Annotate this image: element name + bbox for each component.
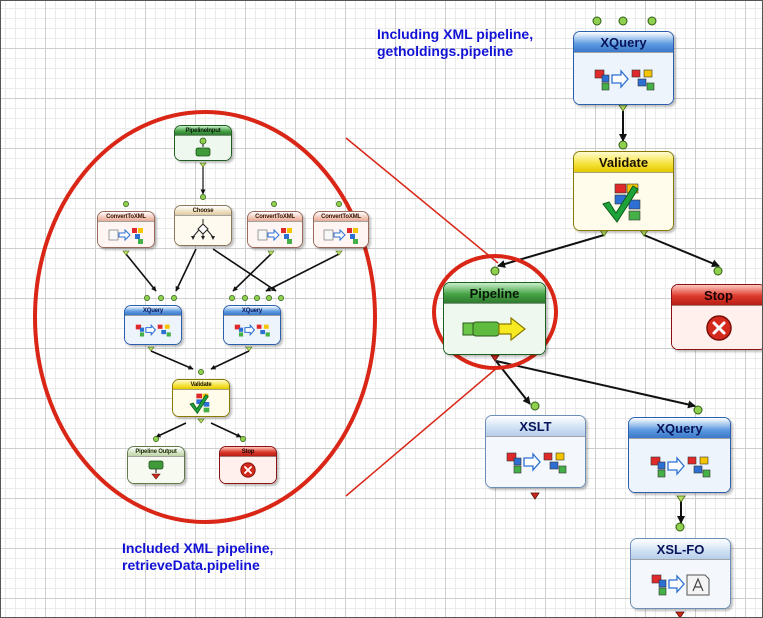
inset-wire-3 <box>212 248 277 292</box>
xquery-node-bottom[interactable]: XQuery <box>628 417 731 493</box>
stop-x-icon <box>705 314 732 341</box>
callout-line-bottom <box>345 366 499 497</box>
node-title: XSL-FO <box>631 539 730 560</box>
inset-convert-node-3[interactable]: ConvertToXML <box>313 211 369 248</box>
node-title: Stop <box>220 447 276 457</box>
inset-xquery-node-right[interactable]: XQuery <box>223 305 281 345</box>
inset-wire-6 <box>150 350 194 370</box>
node-title: XQuery <box>224 306 280 316</box>
inset-ports <box>123 194 342 442</box>
convert-to-xml-icon <box>108 227 143 244</box>
validate-check-icon <box>189 393 210 415</box>
callout-ellipse-small <box>432 254 558 370</box>
inset-convert-node-1[interactable]: ConvertToXML <box>97 211 155 248</box>
node-title: XSLT <box>486 416 585 437</box>
xquery-transform-icon <box>234 323 270 337</box>
inset-wire-9 <box>210 422 242 438</box>
inset-output-ports <box>122 162 343 424</box>
inset-wire-4 <box>232 253 272 292</box>
inset-wire-1 <box>125 253 157 292</box>
node-title: PipelineInput <box>175 126 231 136</box>
xslt-node[interactable]: XSLT <box>485 415 586 488</box>
validate-node[interactable]: Validate <box>573 151 674 231</box>
xquery-transform-icon <box>135 323 171 337</box>
inset-xquery-node-left[interactable]: XQuery <box>124 305 182 345</box>
inset-pipeline-output-node[interactable]: Pipeline Output <box>127 446 185 484</box>
callout-line-top <box>345 137 499 264</box>
stop-x-icon <box>240 462 256 478</box>
node-title: Pipeline Output <box>128 447 184 457</box>
node-title: XQuery <box>125 306 181 316</box>
node-title: ConvertToXML <box>314 212 368 222</box>
validate-check-icon <box>601 183 640 223</box>
pipeline-arrow-icon <box>462 316 526 342</box>
node-title: Validate <box>173 380 229 390</box>
annotation-line: retrieveData.pipeline <box>122 557 260 573</box>
inset-pipeline-input-node[interactable]: PipelineInput <box>174 125 232 161</box>
choose-branch-icon <box>191 218 215 240</box>
wire-pipeline-xquery <box>495 360 696 409</box>
node-title: Pipeline <box>444 283 545 304</box>
wire-validate-pipeline <box>497 234 605 268</box>
included-pipeline-annotation: Included XML pipeline, retrieveData.pipe… <box>122 540 273 574</box>
xquery-transform-icon <box>650 455 710 477</box>
xquery-transform-icon <box>594 68 654 90</box>
wire-validate-stop <box>643 234 720 268</box>
inset-wire-5 <box>265 253 340 292</box>
inset-wire-7 <box>210 350 250 370</box>
pipeline-output-icon <box>148 460 164 480</box>
inset-convert-node-2[interactable]: ConvertToXML <box>247 211 303 248</box>
inset-wire-8 <box>155 422 187 438</box>
convert-to-xml-icon <box>323 227 358 244</box>
stop-node[interactable]: Stop <box>671 284 762 350</box>
xslt-transform-icon <box>506 452 566 474</box>
inset-stop-node[interactable]: Stop <box>219 446 277 484</box>
node-title: ConvertToXML <box>98 212 154 222</box>
pipeline-input-icon <box>195 137 211 157</box>
main-output-ports <box>599 104 686 503</box>
pipeline-node[interactable]: Pipeline <box>443 282 546 355</box>
xquery-node-top[interactable]: XQuery <box>573 31 674 105</box>
xslfo-node[interactable]: XSL-FO <box>630 538 731 609</box>
inset-wire-2 <box>175 248 197 292</box>
convert-to-xml-icon <box>257 227 292 244</box>
node-title: Stop <box>672 285 762 306</box>
annotation-line: getholdings.pipeline <box>377 43 514 59</box>
node-title: XQuery <box>574 32 673 53</box>
node-title: Choose <box>175 206 231 216</box>
including-pipeline-annotation: Including XML pipeline, getholdings.pipe… <box>377 26 533 60</box>
node-title: Validate <box>574 152 673 173</box>
callout-ellipse-large <box>33 110 377 524</box>
node-title: ConvertToXML <box>248 212 302 222</box>
stop-output-ports <box>490 354 685 617</box>
inset-choose-node[interactable]: Choose <box>174 205 232 246</box>
main-ports <box>490 16 723 532</box>
inset-validate-node[interactable]: Validate <box>172 379 230 417</box>
annotation-line: Including XML pipeline, <box>377 26 534 42</box>
xslfo-document-icon <box>651 574 709 596</box>
annotation-line: Included XML pipeline, <box>122 540 274 556</box>
node-title: XQuery <box>629 418 730 439</box>
